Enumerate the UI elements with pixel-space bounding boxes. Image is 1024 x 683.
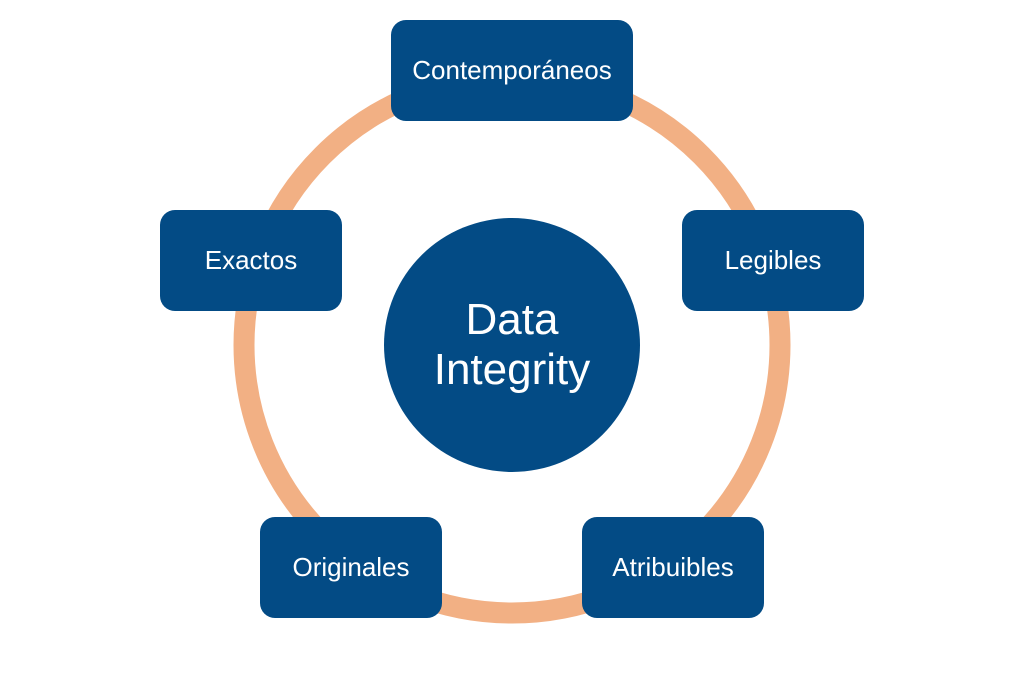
node-label: Originales	[292, 552, 410, 582]
center-title-line2: Integrity	[433, 345, 591, 394]
node-originales: Originales	[260, 517, 442, 618]
node-label: Atribuibles	[612, 552, 734, 582]
node-atribuibles: Atribuibles	[582, 517, 764, 618]
node-contemporaneos: Contemporáneos	[391, 20, 633, 121]
center-title-line1: Data	[465, 295, 559, 344]
node-label: Exactos	[204, 245, 298, 275]
node-label: Contemporáneos	[412, 55, 612, 85]
node-legibles: Legibles	[682, 210, 864, 311]
node-exactos: Exactos	[160, 210, 342, 311]
node-label: Legibles	[724, 245, 822, 275]
center-circle: Data Integrity	[384, 218, 640, 472]
